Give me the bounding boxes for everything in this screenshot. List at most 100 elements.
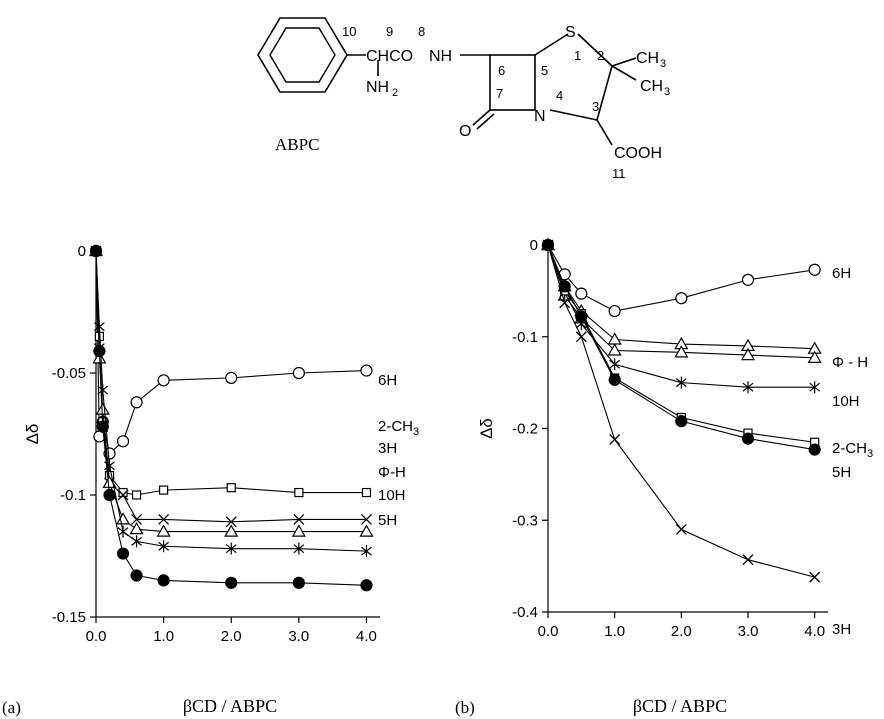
series-label-subscript: 3 [413,426,419,438]
series-label: 5H [378,512,397,529]
series-label-text: 5H [832,464,851,481]
data-point [294,487,304,498]
group-ch3-a-sub: 3 [660,58,666,70]
series-label: 6H [378,372,397,389]
data-point [675,376,687,389]
data-point [224,524,239,537]
x-tick-label: 0.0 [86,628,107,645]
y-tick-label: -0.1 [512,329,538,346]
data-point [225,576,238,589]
series-label: 10H [832,393,860,410]
y-tick-label: -0.4 [512,604,538,621]
y-tick-label: -0.15 [52,609,86,626]
series-label: 2-CH3 [378,418,419,438]
data-point [575,331,587,343]
series-line [95,250,367,455]
data-point [361,513,372,525]
data-point [361,487,372,498]
data-point [116,435,130,448]
series-label: 10H [378,487,406,504]
y-tick-label: 0 [530,237,538,254]
data-point [359,524,374,537]
data-point [292,366,305,380]
series-2-ch: 2-CH3 [543,240,873,460]
x-tick-label: 3.0 [288,628,309,645]
series-label-text: 5H [378,512,397,529]
locant-11: 11 [612,166,626,181]
benzene-inner-ring [269,27,336,83]
series-3h: 3H [542,239,851,638]
data-point [129,521,144,535]
y-axis-label: Δδ [23,424,42,445]
data-point [741,432,755,445]
bond-c2-ch3-a [611,57,637,67]
series-6h: 6H [541,238,851,318]
series-label: 3H [832,621,851,638]
data-point [559,297,571,309]
data-point [360,364,373,377]
data-point [157,374,170,387]
structure-name: ABPC [275,135,319,154]
series-label-text: Φ - H [832,354,868,371]
data-point [575,287,588,300]
data-point [609,358,621,371]
series-label-text: 3H [832,621,851,638]
group-ch3-b-sub: 3 [664,86,670,98]
series-label-subscript: 3 [867,448,873,460]
x-tick-label: 0.0 [538,623,559,640]
group-chco: CHCO [366,48,413,65]
abpc-structure [257,17,637,146]
y-tick-label: -0.2 [512,421,538,438]
data-point [675,292,688,305]
locant-3: 3 [592,99,599,114]
data-point [116,512,131,525]
series-label: 6H [832,265,851,282]
series-6h: 6H [89,244,397,460]
panel-label: (b) [455,698,475,717]
data-point [609,434,621,445]
data-point [808,443,821,456]
data-point [542,239,554,251]
data-point [607,332,622,345]
atom-n: N [534,108,546,125]
data-point [95,402,110,415]
data-point [608,304,621,318]
data-point [130,396,143,409]
locant-6: 6 [498,63,505,78]
data-point [159,485,169,495]
series-label: Φ - H [832,354,868,371]
group-ch3-b: CH [640,78,663,95]
data-point [117,489,129,501]
data-point [158,513,170,525]
data-point [675,415,688,428]
series-line [95,250,367,552]
data-point [741,273,755,286]
data-point [293,542,305,555]
bond-s-c2 [577,33,613,67]
series-label-text: 2-CH [378,418,413,435]
group-cooh: COOH [614,145,662,162]
data-point [807,350,822,363]
data-point [740,347,756,361]
series-h: Φ - H [540,237,868,371]
data-point [93,344,106,358]
data-point [226,483,236,493]
x-tick-label: 1.0 [153,628,174,645]
locant-7: 7 [496,86,503,101]
data-point [225,516,237,528]
series-label-text: 10H [378,487,406,504]
data-point [809,571,821,583]
data-point [131,490,142,500]
x-tick-label: 1.0 [604,623,625,640]
benzene-ring [257,17,348,93]
data-point [131,513,143,525]
group-nh: NH [429,48,452,65]
series-3h: 3H [90,245,397,528]
locant-9: 9 [386,24,393,39]
series-label-text: 6H [832,265,851,282]
bond-c3-n [549,109,598,121]
data-point [103,488,116,502]
group-nh2-sub: 2 [392,87,398,99]
